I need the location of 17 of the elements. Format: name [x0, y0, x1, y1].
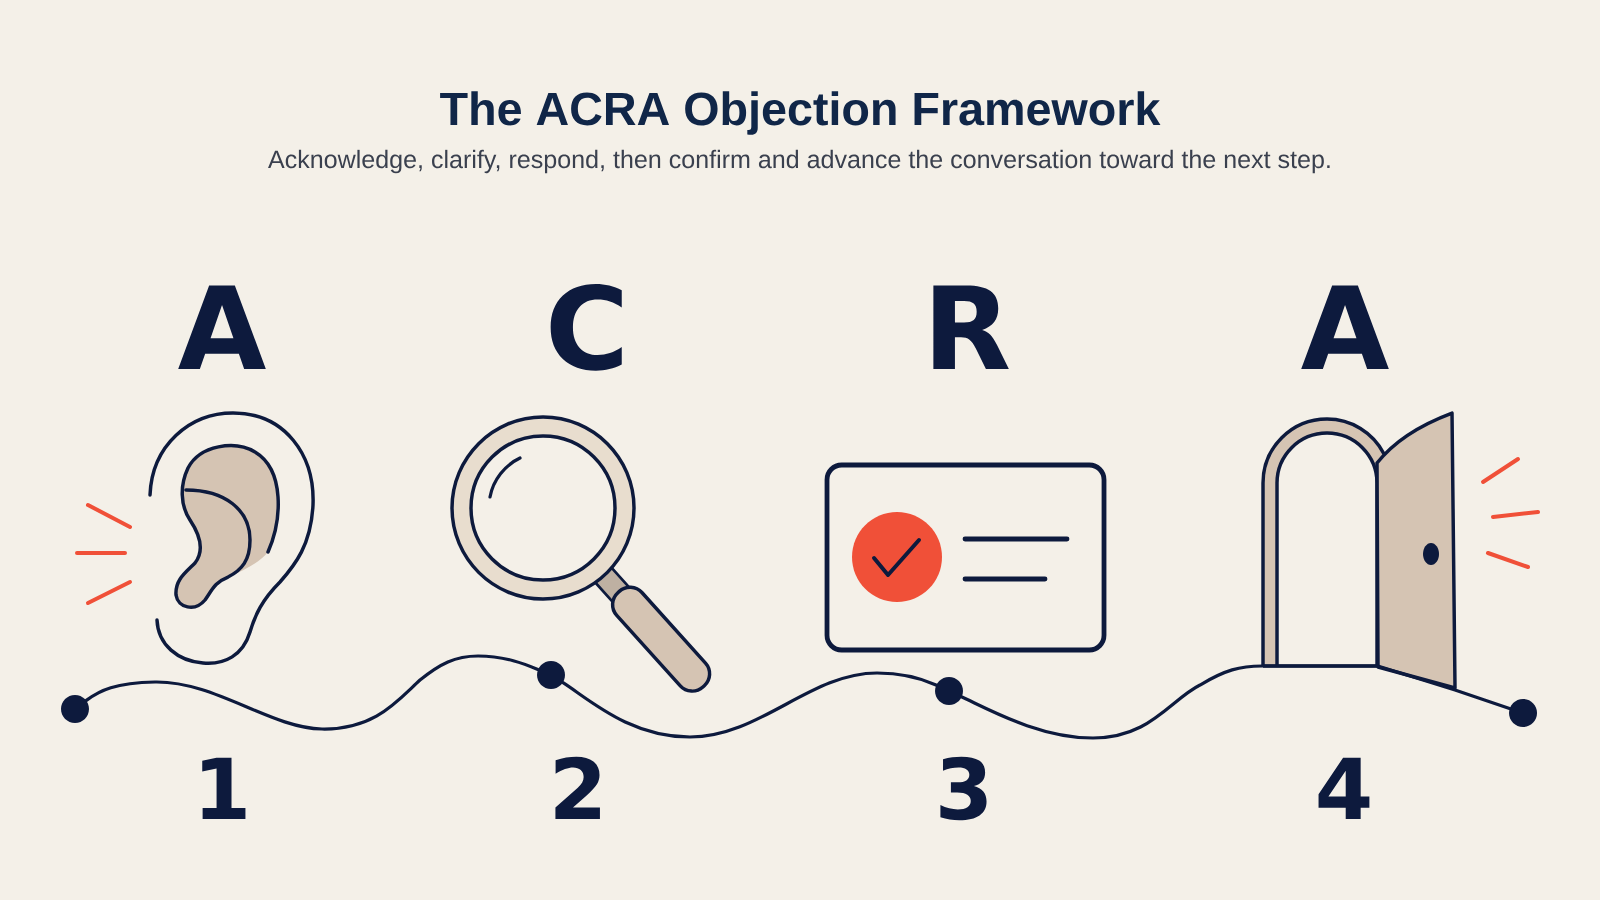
- step-letter: A: [1301, 285, 1389, 369]
- dot: [1509, 699, 1537, 727]
- step-number: 1: [202, 757, 246, 819]
- title: The ACRA Objection Framework: [440, 91, 1161, 135]
- step-number: 4: [1318, 757, 1370, 819]
- dot: [935, 677, 963, 705]
- dot: [61, 695, 89, 723]
- step-letter: R: [933, 285, 1009, 369]
- dot: [537, 661, 565, 689]
- wavy-line: [561, 671, 938, 739]
- subtitle: Acknowledge, clarify, respond, then confirm and advance the conversation toward the next step.: [268, 149, 1330, 174]
- step-number: 3: [940, 756, 987, 821]
- step-letter: C: [550, 283, 622, 371]
- step-number: 2: [555, 756, 600, 819]
- wavy-line: [84, 654, 540, 731]
- step-letter: A: [178, 285, 266, 369]
- wavy-line: [960, 664, 1512, 740]
